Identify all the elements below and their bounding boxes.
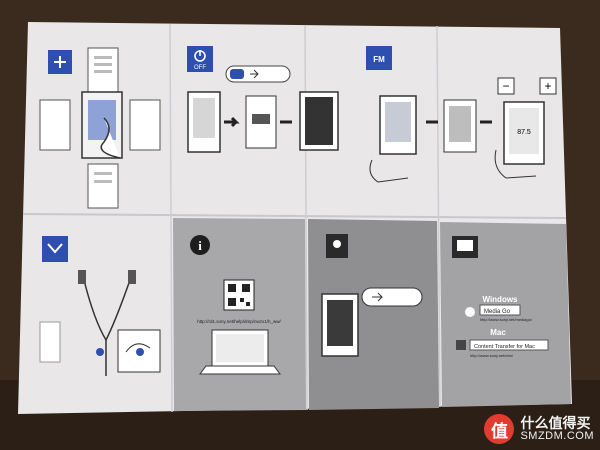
help-url: http://rd1.sony.net/help/dmp/nwzx1/h_ww/ bbox=[197, 319, 281, 324]
off-label: OFF bbox=[194, 65, 206, 71]
info-icon: i bbox=[198, 238, 202, 253]
frequency-readout: 87.5 bbox=[517, 129, 531, 136]
watermark-text-en: SMZDM.COM bbox=[520, 429, 594, 442]
panel-headphones bbox=[39, 236, 161, 376]
minus-button-label: − bbox=[502, 79, 509, 93]
windows-title: Windows bbox=[482, 295, 518, 304]
watermark: 值 什么值得买 SMZDM.COM bbox=[484, 414, 594, 444]
plus-button-label: + bbox=[544, 79, 551, 93]
panel-navigation bbox=[39, 47, 161, 209]
watermark-badge: 值 bbox=[484, 414, 515, 444]
panel-power-off: OFF bbox=[187, 46, 339, 153]
mac-title: Mac bbox=[490, 328, 506, 337]
panel-software: Windows Media Go http://www.sony.net/med… bbox=[440, 222, 571, 407]
panel-fm-radio: FM − + 87.5 bbox=[366, 46, 557, 183]
panel-info: i http://rd1.sony.net/help/dmp/nwzx1/h_w… bbox=[173, 218, 306, 411]
fm-label: FM bbox=[373, 55, 385, 64]
content-transfer-label: Content Transfer for Mac bbox=[474, 344, 535, 350]
content-transfer-url: http://www.sony.net/ctm/ bbox=[470, 353, 514, 358]
watermark-text-cn: 什么值得买 bbox=[520, 414, 591, 431]
media-go-url: http://www.sony.net/mediago/ bbox=[480, 317, 533, 322]
panel-voice bbox=[308, 219, 439, 410]
media-go-label: Media Go bbox=[484, 309, 511, 315]
